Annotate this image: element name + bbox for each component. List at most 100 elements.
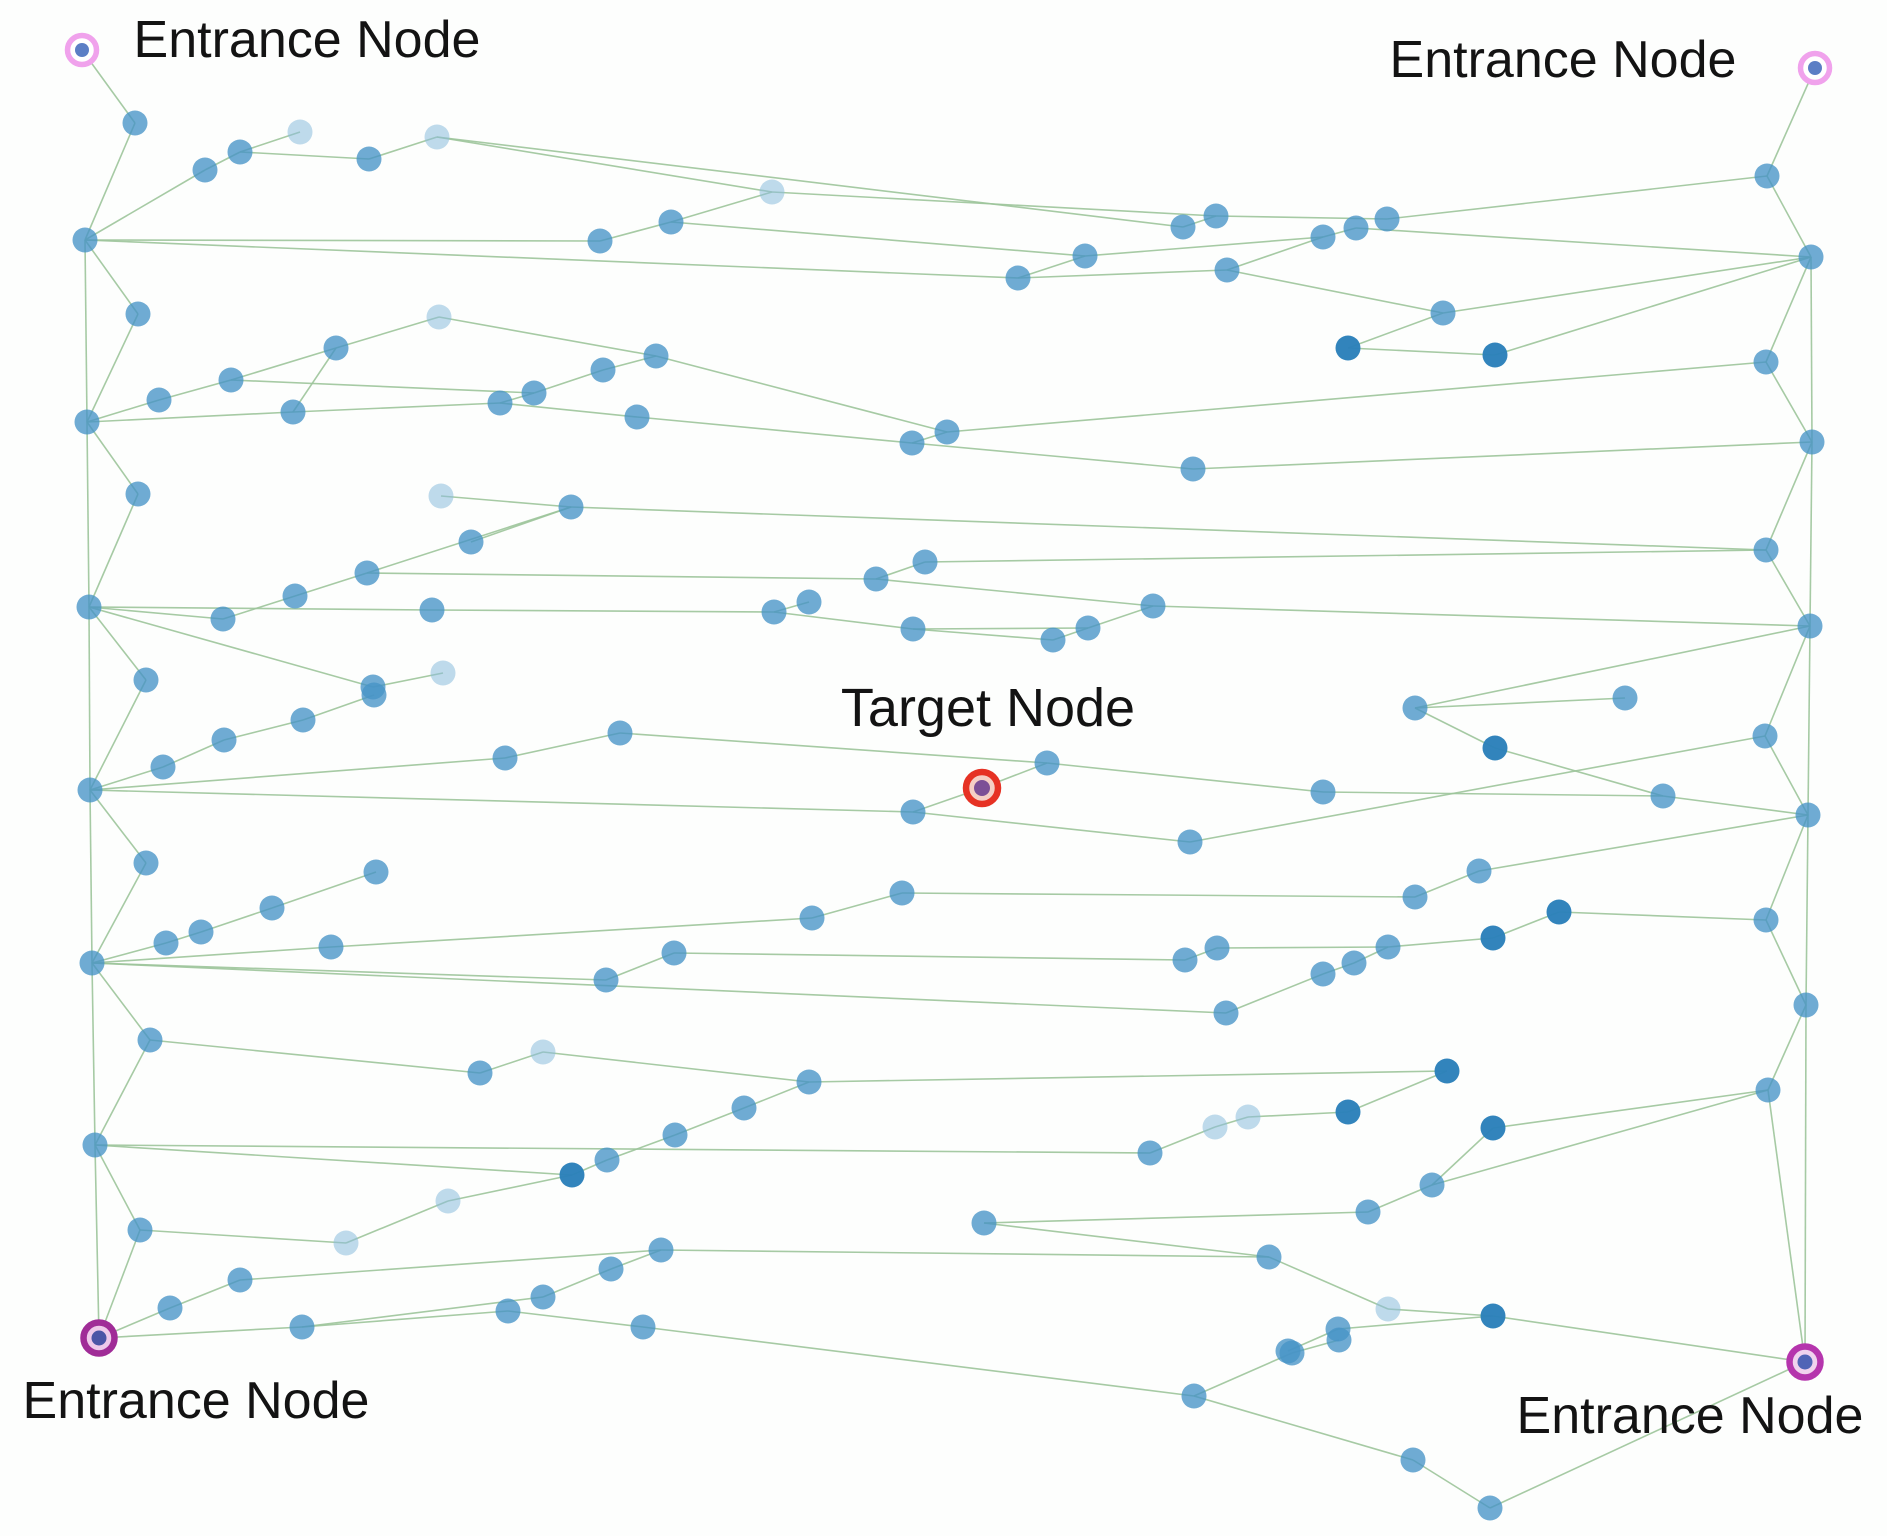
graph-node: [900, 616, 926, 642]
graph-node: [607, 720, 633, 746]
graph-edge: [1767, 1004, 1807, 1091]
graph-edge: [504, 732, 621, 759]
graph-edge: [773, 611, 914, 630]
graph-node: [1326, 1327, 1352, 1353]
graph-node: [971, 1210, 997, 1236]
graph-edge: [1492, 1089, 1769, 1129]
graph-node: [127, 1217, 153, 1243]
graph-node: [624, 404, 650, 430]
graph-edge: [642, 1326, 1195, 1397]
graph-edge: [91, 962, 1227, 1014]
graph-edge: [88, 606, 374, 688]
graph-node: [1375, 1296, 1401, 1322]
graph-node: [122, 110, 148, 136]
graph-node: [594, 1147, 620, 1173]
graph-edge: [1414, 697, 1626, 709]
graph-node: [354, 560, 380, 586]
graph-edge: [911, 442, 1194, 470]
graph-edge: [1337, 1315, 1494, 1330]
graph-edge: [89, 679, 147, 791]
graph-edge: [84, 122, 136, 241]
graph-node: [424, 124, 450, 150]
graph-edge: [507, 1310, 644, 1328]
graph-edge: [91, 862, 147, 964]
graph-edge: [1489, 1361, 1806, 1509]
graph-edge: [302, 694, 375, 721]
graph-edge: [1189, 735, 1766, 843]
graph-node: [146, 387, 172, 413]
graph-edge: [292, 402, 501, 413]
graph-node: [759, 179, 785, 205]
graph-node: [863, 566, 889, 592]
graph-edge: [94, 1144, 1151, 1154]
graph-edge: [1765, 256, 1812, 363]
graph-edge: [86, 399, 160, 423]
graph-node: [1402, 695, 1428, 721]
graph-node: [1075, 615, 1101, 641]
entrance-node-marker: [80, 1319, 118, 1357]
graph-node: [1140, 593, 1166, 619]
graph-node: [192, 157, 218, 183]
graph-node: [1480, 925, 1506, 951]
graph-node: [82, 1132, 108, 1158]
graph-node: [1170, 214, 1196, 240]
graph-node: [1202, 1114, 1228, 1140]
graph-edge: [912, 811, 1191, 843]
graph-edge: [86, 421, 90, 608]
graph-edge: [901, 892, 1416, 898]
graph-edge: [1662, 795, 1809, 816]
entrance-node-marker: [64, 32, 100, 68]
graph-node: [1310, 779, 1336, 805]
graph-edge: [1494, 256, 1812, 356]
graph-edge: [88, 606, 433, 611]
graph-node: [559, 1162, 585, 1188]
graph-edge: [1810, 256, 1813, 443]
graph-node: [1753, 349, 1779, 375]
graph-node: [259, 895, 285, 921]
graph-node: [1753, 537, 1779, 563]
graph-edge: [330, 917, 813, 948]
graph-node: [1793, 992, 1819, 1018]
graph-node: [1335, 335, 1361, 361]
graph-edge: [670, 221, 1086, 257]
graph-edge: [230, 347, 337, 381]
graph-edge: [570, 506, 1767, 551]
graph-edge: [1322, 791, 1664, 797]
graph-node: [289, 1314, 315, 1340]
graph-node: [282, 583, 308, 609]
graph-edge: [1431, 1127, 1494, 1186]
graph-node: [1400, 1447, 1426, 1473]
graph-edge: [84, 239, 601, 242]
graph-node: [1752, 723, 1778, 749]
graph-edge: [149, 1039, 481, 1074]
graph-edge: [1387, 937, 1494, 948]
graph-node: [1480, 1303, 1506, 1329]
graph-node: [1477, 1495, 1503, 1521]
graph-edge: [94, 1144, 573, 1176]
graph-node: [356, 146, 382, 172]
graph-edge: [98, 1326, 303, 1339]
graph-node: [428, 483, 454, 509]
graph-edge: [1478, 814, 1809, 872]
entrance-node-marker: [1786, 1343, 1824, 1381]
graph-edge: [86, 313, 139, 423]
graph-node: [467, 1060, 493, 1086]
graph-edge: [292, 347, 337, 413]
graph-node: [731, 1095, 757, 1121]
graph-node: [211, 727, 237, 753]
graph-node: [900, 799, 926, 825]
graph-edge: [345, 1200, 449, 1244]
graph-edge: [1193, 1352, 1293, 1397]
graph-node: [1753, 907, 1779, 933]
entrance-node-label-bottom-left: Entrance Node: [22, 1372, 370, 1430]
graph-edge: [1192, 441, 1813, 470]
graph-edge: [91, 962, 151, 1041]
graph-edge: [1268, 1256, 1389, 1310]
graph-edge: [91, 946, 332, 964]
graph-node: [1482, 342, 1508, 368]
graph-node: [492, 745, 518, 771]
graph-edge: [230, 379, 535, 394]
graph-node: [1335, 1099, 1361, 1125]
graph-edge: [89, 789, 914, 813]
